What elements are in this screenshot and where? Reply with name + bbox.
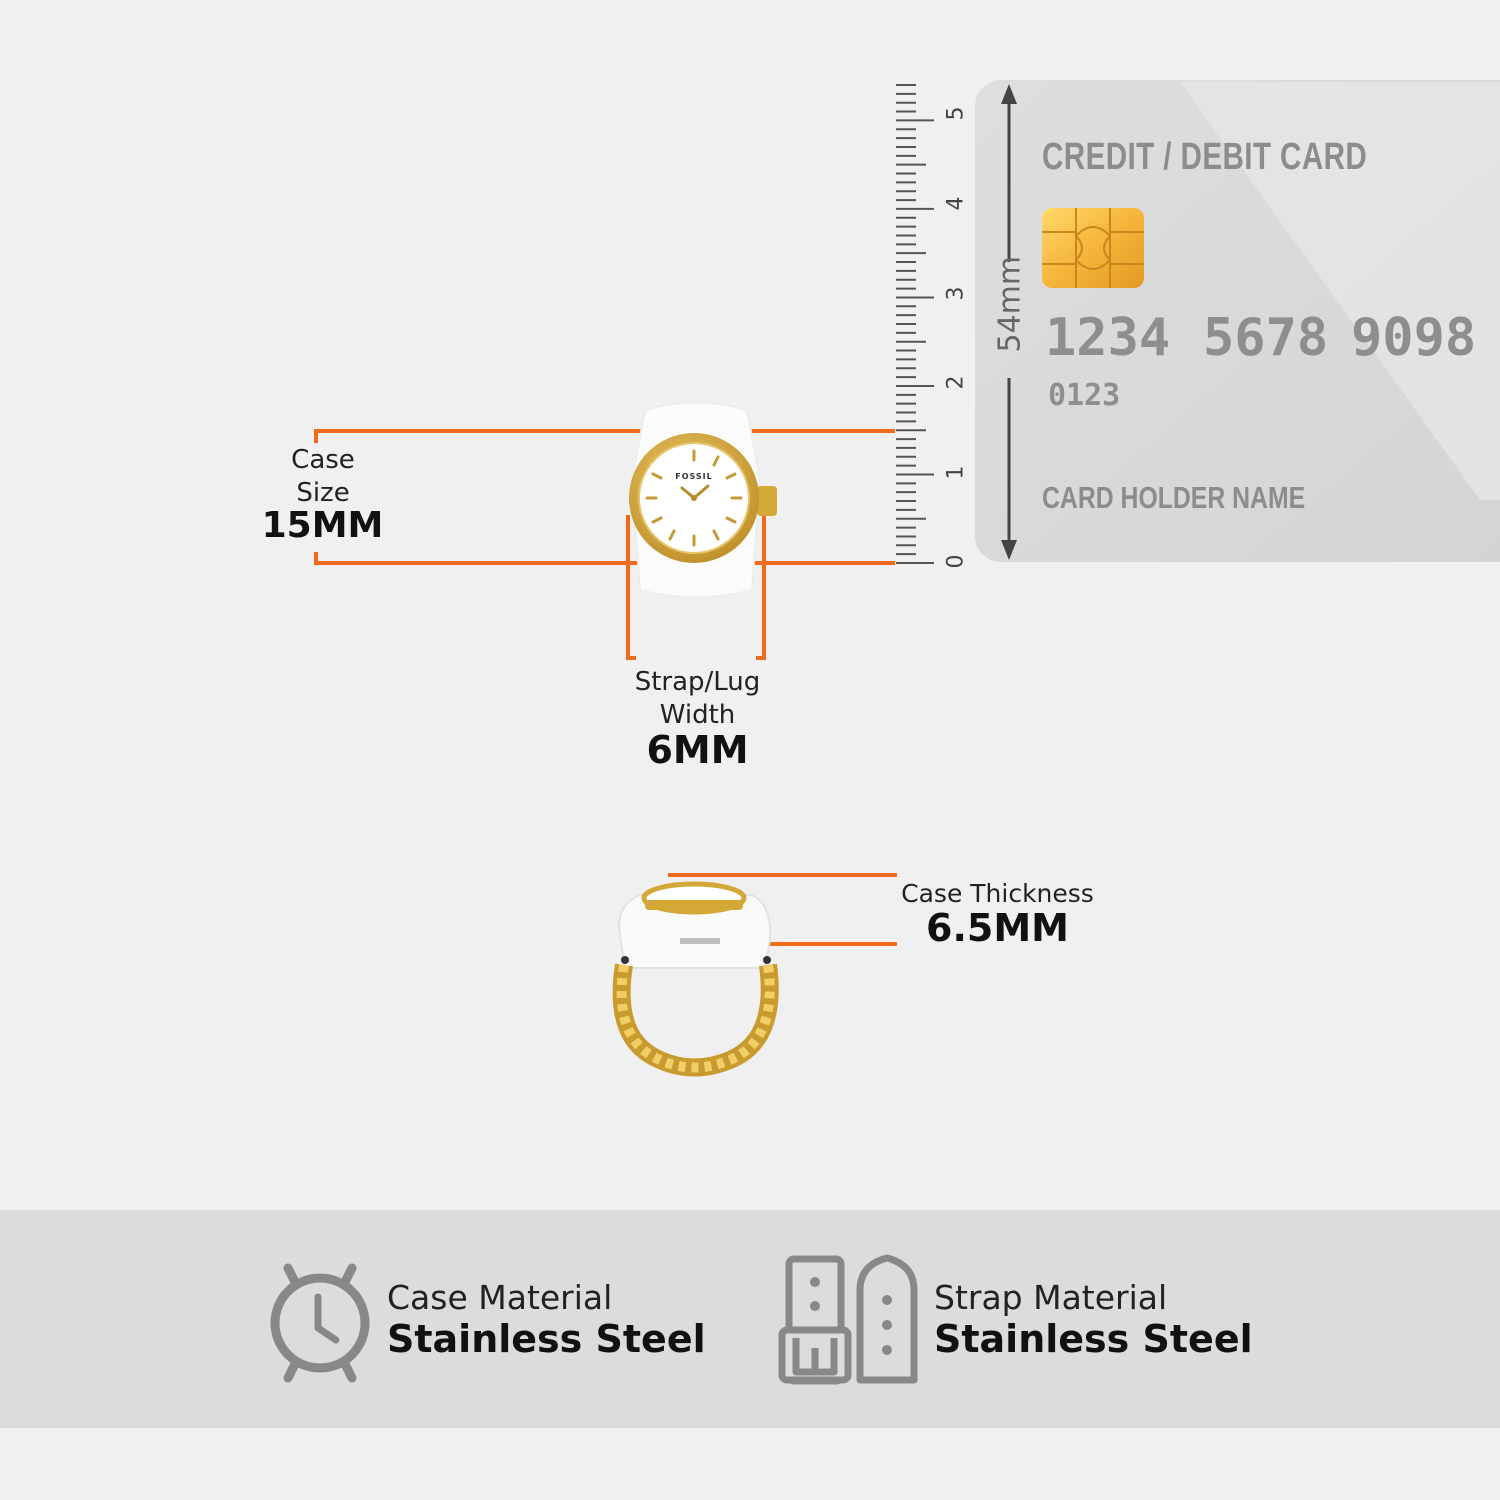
lug-width-label-line2: Width: [659, 700, 736, 730]
strap-material-label: Strap Material: [934, 1278, 1168, 1317]
ruler-number-2: 2: [943, 375, 969, 390]
case-material-value: Stainless Steel: [387, 1317, 706, 1361]
case-size-label-line2: Size: [296, 478, 350, 508]
ring-watch-front: [629, 401, 777, 599]
card-height-label: 54mm: [992, 255, 1028, 353]
height-dimension-arrow: [1001, 84, 1017, 560]
ruler-number-1: 1: [943, 465, 969, 480]
case-size-label-line1: Case: [291, 445, 355, 475]
ruler-number-0: 0: [943, 554, 969, 569]
chip-icon: [1042, 208, 1144, 288]
case-thickness-value: 6.5MM: [926, 906, 1069, 950]
strap-material-feature: Strap Material Stainless Steel: [934, 1278, 1253, 1361]
card-number-group-2: 5678: [1203, 308, 1329, 368]
watch-brand: FOSSIL: [675, 472, 713, 481]
card-holder-name: CARD HOLDER NAME: [1042, 480, 1306, 515]
hour-markers: [645, 449, 743, 547]
case-size-value: 15MM: [261, 505, 384, 546]
card-number-group-1: 1234: [1045, 308, 1171, 368]
lug-width-label-line1: Strap/Lug: [634, 667, 761, 697]
card-small-number: 0123: [1048, 378, 1121, 413]
lug-width-value: 6MM: [646, 728, 749, 772]
ruler: [896, 84, 934, 564]
crown: [757, 486, 777, 516]
ring-watch-side: [612, 881, 779, 1077]
card-title: CREDIT / DEBIT CARD: [1042, 136, 1368, 178]
case-size-label: Case Size: [248, 444, 398, 510]
case-thickness-label: Case Thickness: [901, 879, 1094, 908]
materials-band: [0, 1210, 1500, 1428]
strap-material-value: Stainless Steel: [934, 1317, 1253, 1361]
ruler-number-4: 4: [943, 196, 969, 211]
ruler-number-3: 3: [943, 286, 969, 301]
lug-width-guides: [626, 515, 766, 660]
ruler-number-5: 5: [943, 106, 969, 121]
case-material-feature: Case Material Stainless Steel: [387, 1278, 706, 1361]
card-sheen: [1180, 82, 1500, 500]
card-number-group-3: 9098: [1351, 308, 1477, 368]
credit-card: [975, 80, 1500, 562]
case-material-label: Case Material: [387, 1278, 613, 1317]
chip-contacts: [1042, 208, 1144, 288]
lug-width-label: Strap/Lug Width: [600, 666, 795, 732]
